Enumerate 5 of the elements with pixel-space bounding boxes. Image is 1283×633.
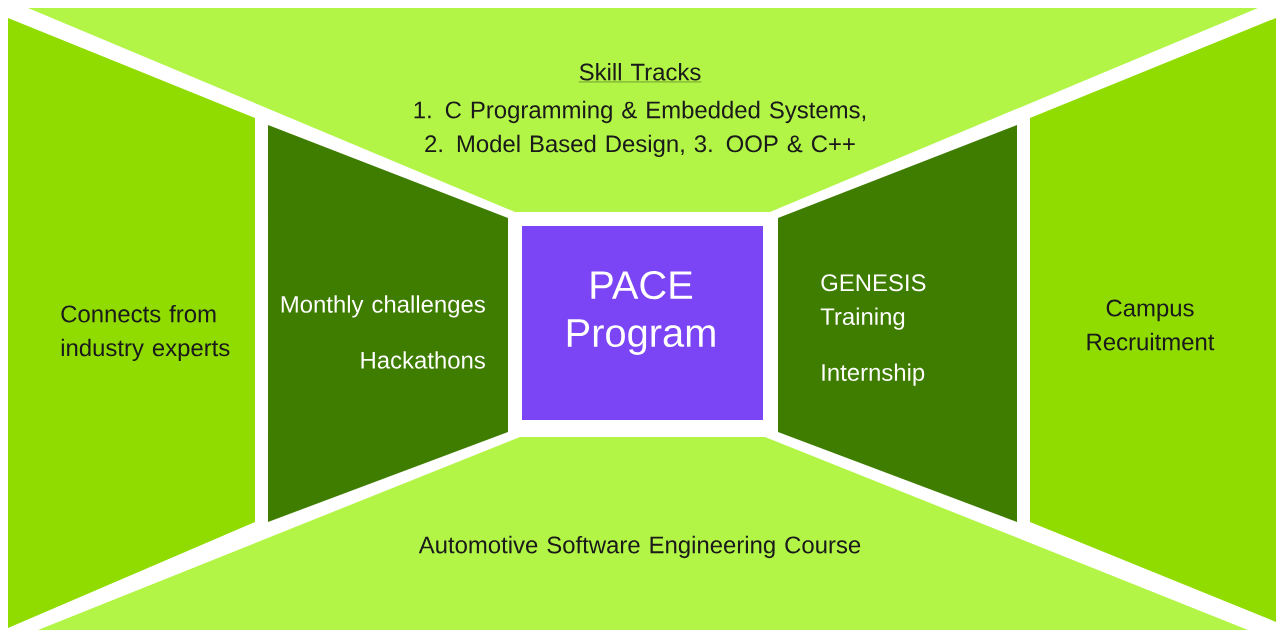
band: Automotive Software Engineering Course: [38, 437, 1248, 630]
center-box: PACE Program: [522, 226, 763, 420]
band: Skill Tracks 1. C Programming & Embedded Systems, 2. Model Based Design, 3. OOP & C++: [28, 8, 1258, 212]
side-panel: Connects from industry experts: [8, 18, 255, 628]
side-panel: Campus Recruitment: [1030, 18, 1276, 622]
